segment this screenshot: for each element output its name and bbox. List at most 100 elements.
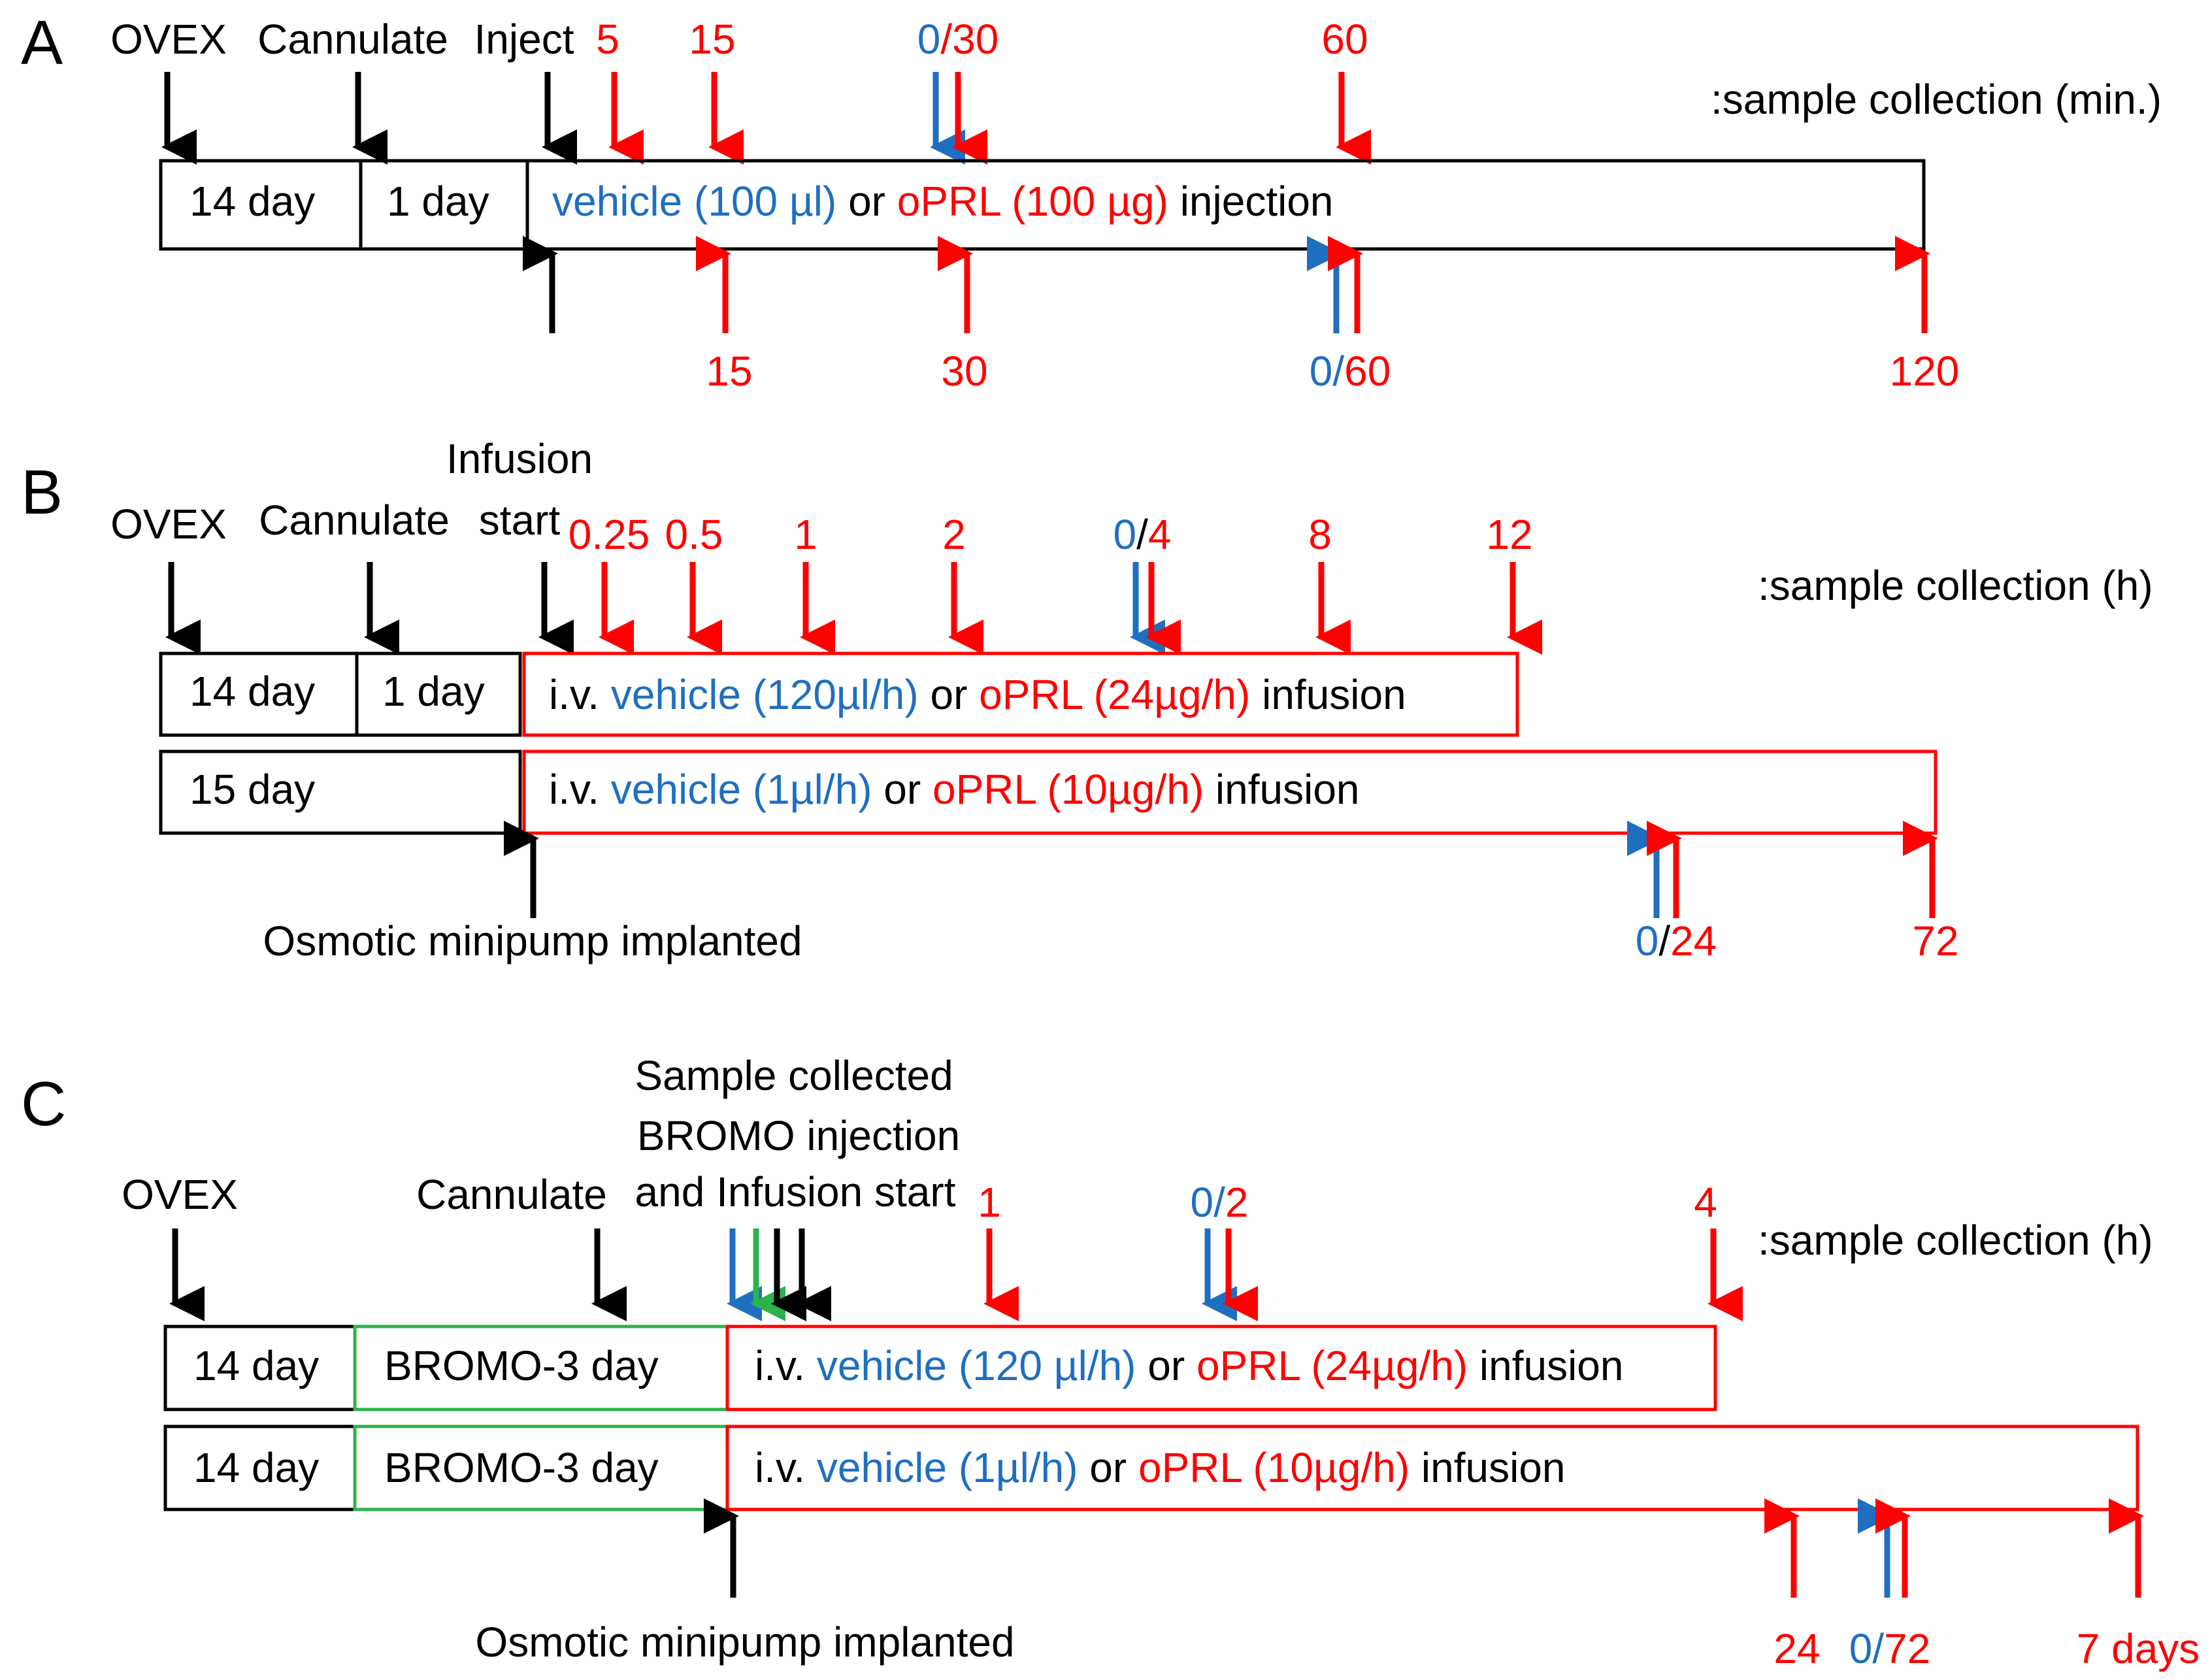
text-run: 0 — [1636, 917, 1659, 964]
time-label: 120 — [1890, 348, 1960, 395]
time-label: 15 — [689, 16, 735, 63]
infusion-description: i.v. vehicle (1µl/h) or oPRL (10µg/h) in… — [755, 1444, 1566, 1491]
text-run: 60 — [1344, 348, 1391, 395]
box-14-day-label: 14 day — [193, 1342, 319, 1389]
text-run: 15 — [689, 16, 735, 63]
text-run: 8 — [1308, 511, 1332, 558]
time-label: 4 — [1694, 1179, 1717, 1226]
box-bromo-label: BROMO-3 day — [384, 1342, 659, 1389]
text-run: 1 — [794, 511, 817, 558]
time-label: 12 — [1486, 511, 1532, 558]
time-label: 0/24 — [1636, 917, 1717, 964]
box-infusion-long — [725, 1425, 2139, 1511]
time-label: 0.25 — [569, 511, 650, 558]
time-label: 60 — [1321, 16, 1368, 63]
time-label: 30 — [941, 348, 987, 395]
legend-sample-collection: :sample collection (min.) — [1711, 76, 2162, 123]
text-run: /30 — [940, 16, 998, 63]
time-label: 8 — [1308, 511, 1332, 558]
text-run: 0.5 — [665, 511, 723, 558]
text-run: vehicle (120 µl/h) — [817, 1342, 1136, 1389]
text-run: injection — [1168, 178, 1334, 225]
time-label: 1 — [978, 1179, 1001, 1226]
box-14-day-label: 14 day — [190, 668, 315, 715]
box-14-day-label: 14 day — [190, 178, 315, 225]
text-run: 4 — [1694, 1179, 1717, 1226]
text-run: 0 — [917, 16, 941, 63]
time-label: 0.5 — [665, 511, 723, 558]
event-infusion-label-line2: start — [479, 497, 561, 544]
infusion-description: i.v. vehicle (1µl/h) or oPRL (10µg/h) in… — [549, 766, 1360, 813]
text-run: vehicle (100 µl) — [552, 178, 836, 225]
text-run: 72 — [1912, 917, 1958, 964]
panel-a: A OVEX Cannulate Inject :sample collecti… — [21, 8, 2162, 395]
text-run: vehicle (120µl/h) — [611, 671, 919, 718]
panel-c: C Sample collected BROMO injection and I… — [21, 1052, 2200, 1672]
time-label: 0/72 — [1849, 1625, 1931, 1672]
text-run: 120 — [1890, 348, 1960, 395]
text-run: or — [872, 766, 932, 813]
panel-b: B Infusion start OVEX Cannulate :sample … — [21, 435, 2153, 964]
text-run: 0.25 — [569, 511, 650, 558]
event-inject-label: Inject — [474, 16, 574, 63]
text-run: 0/ — [1191, 1179, 1226, 1226]
box-bromo-label: BROMO-3 day — [384, 1444, 659, 1491]
panel-b-letter: B — [21, 457, 63, 527]
text-run: 60 — [1321, 16, 1368, 63]
legend-sample-collection: :sample collection (h) — [1758, 562, 2153, 609]
time-label: 0/30 — [917, 16, 999, 63]
text-run: 12 — [1486, 511, 1532, 558]
text-run: or — [1136, 1342, 1196, 1389]
event-cannulate-label: Cannulate — [259, 497, 450, 544]
box-1-day-label: 1 day — [382, 668, 485, 715]
text-run: / — [1136, 511, 1148, 558]
box-14-day-label: 14 day — [193, 1444, 319, 1491]
time-label: 72 — [1912, 917, 1958, 964]
text-run: 2 — [942, 511, 966, 558]
box-1-day-label: 1 day — [387, 178, 489, 225]
box-injection — [525, 159, 1926, 251]
text-run: 24 — [1773, 1625, 1820, 1672]
text-run: oPRL (24µg/h) — [1196, 1342, 1468, 1389]
event-cannulate-label: Cannulate — [257, 16, 448, 63]
panel-a-letter: A — [21, 8, 63, 78]
box-15-day — [159, 749, 522, 835]
event-ovex-label: OVEX — [110, 501, 227, 548]
text-run: vehicle (1µl/h) — [611, 766, 872, 813]
text-run: 0/ — [1310, 348, 1345, 395]
box-15-day-label: 15 day — [190, 766, 315, 813]
text-run: 2 — [1225, 1179, 1249, 1226]
time-label: 0/4 — [1113, 511, 1172, 558]
event-infusion-label-line1: Infusion — [446, 435, 593, 482]
event-ovex-label: OVEX — [110, 16, 227, 63]
text-run: 0 — [1113, 511, 1137, 558]
text-run: oPRL (10µg/h) — [932, 766, 1204, 813]
injection-description: vehicle (100 µl) or oPRL (100 µg) inject… — [552, 178, 1334, 225]
text-run: 5 — [596, 16, 619, 63]
time-label: 5 — [596, 16, 619, 63]
time-label: 2 — [942, 511, 966, 558]
text-run: vehicle (1µl/h) — [817, 1444, 1078, 1491]
infusion-start-label: and Infusion start — [635, 1168, 956, 1215]
text-run: 4 — [1148, 511, 1172, 558]
sample-collected-label: Sample collected — [635, 1052, 953, 1099]
text-run: 30 — [941, 348, 987, 395]
box-infusion-short — [725, 1325, 1717, 1411]
box-infusion-short — [522, 651, 1519, 737]
event-cannulate-label: Cannulate — [416, 1171, 607, 1218]
panel-c-letter: C — [21, 1069, 66, 1139]
text-run: i.v. — [755, 1342, 817, 1389]
text-run: 7 days — [2077, 1625, 2200, 1672]
text-run: / — [1658, 917, 1670, 964]
text-run: oPRL (10µg/h) — [1138, 1444, 1410, 1491]
text-run: 24 — [1670, 917, 1717, 964]
text-run: i.v. — [549, 766, 611, 813]
text-run: or — [1078, 1444, 1138, 1491]
text-run: or — [836, 178, 897, 225]
time-label: 24 — [1773, 1625, 1820, 1672]
bromo-injection-label: BROMO injection — [637, 1112, 960, 1159]
text-run: i.v. — [549, 671, 611, 718]
event-ovex-label: OVEX — [122, 1171, 238, 1218]
text-run: oPRL (24µg/h) — [979, 671, 1250, 718]
